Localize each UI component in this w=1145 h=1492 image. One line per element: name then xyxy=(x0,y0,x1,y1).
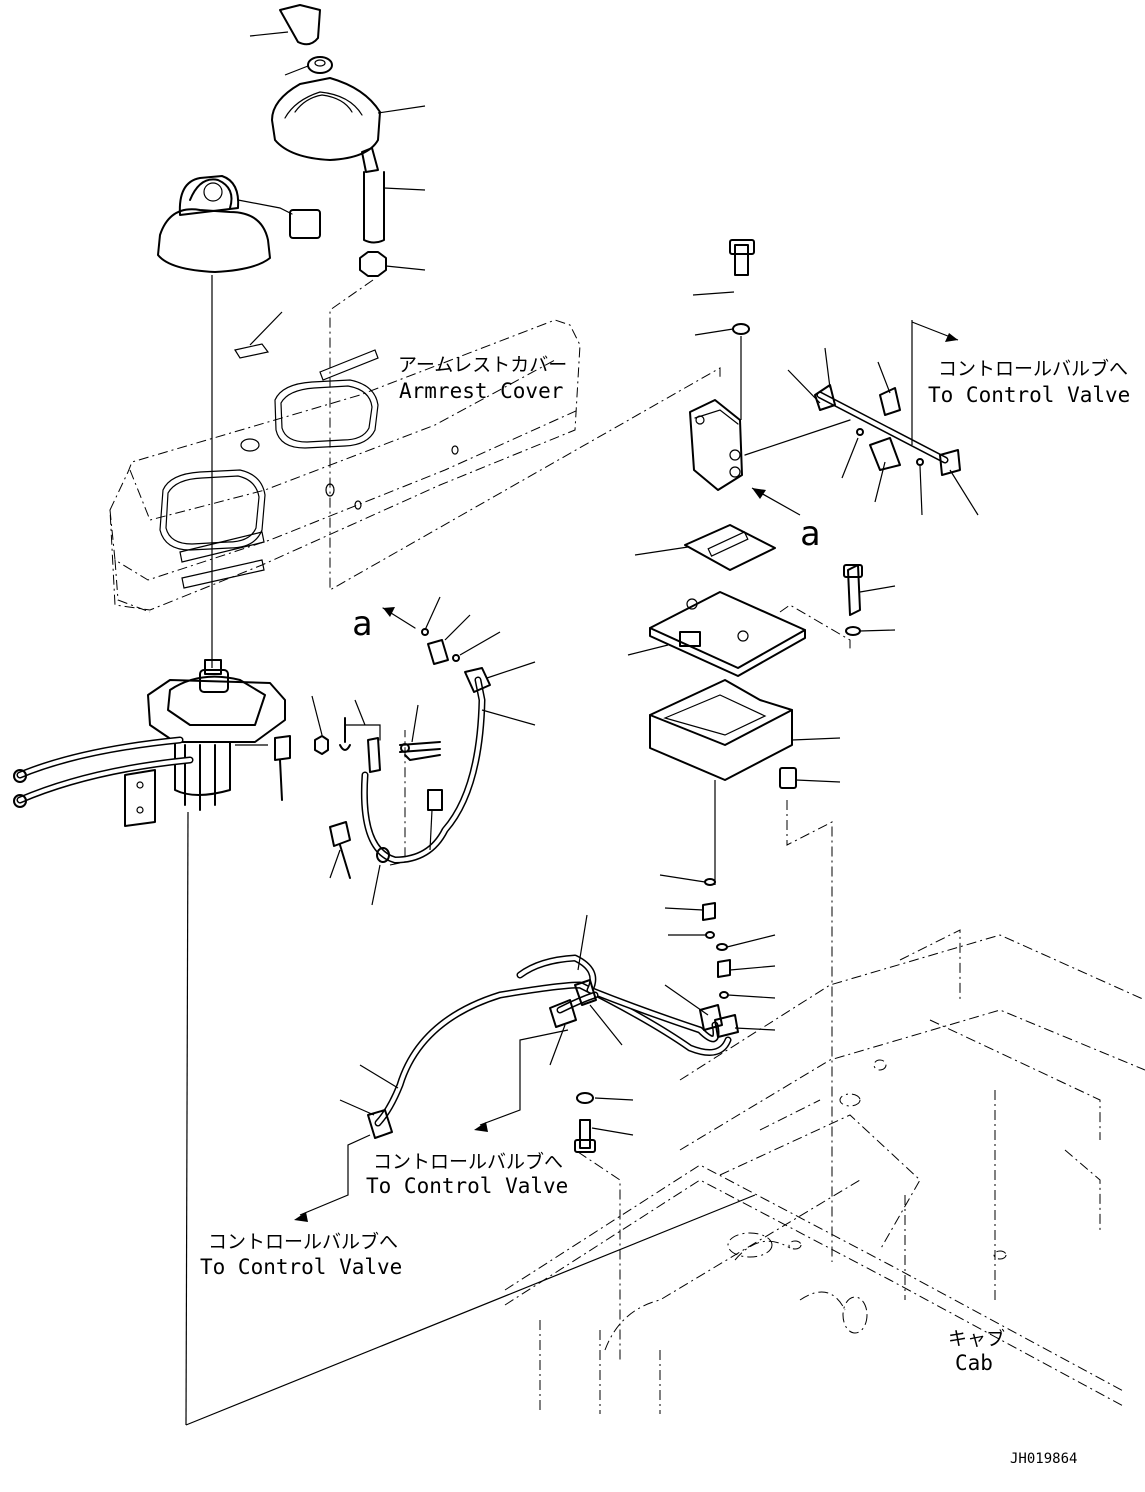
lower-hose-harness xyxy=(294,914,776,1360)
armrest-cover-label-jp: アームレストカバー xyxy=(398,354,567,376)
view-marker-a-left: a xyxy=(352,604,372,644)
control-valve-label-jp-1: コントロールバルブへ xyxy=(938,357,1128,380)
drawing-number: JH019864 xyxy=(1010,1451,1077,1467)
middle-hose-assembly xyxy=(311,596,536,906)
ppc-valve xyxy=(13,659,756,1426)
control-valve-label-en-3: To Control Valve xyxy=(200,1255,402,1279)
view-marker-a-right: a xyxy=(800,514,820,554)
upper-right-hose xyxy=(787,320,979,636)
knob-and-boot xyxy=(249,4,721,591)
valve-block-stack xyxy=(627,239,851,1262)
control-valve-label-en-1: To Control Valve xyxy=(928,383,1130,407)
control-valve-label-en-2: To Control Valve xyxy=(366,1174,568,1198)
cab-label-jp: キャブ xyxy=(948,1327,1005,1350)
cab-label-en: Cab xyxy=(955,1351,993,1375)
callout-labels: アームレストカバー Armrest Cover コントロールバルブへ To Co… xyxy=(200,354,1130,1467)
control-valve-label-jp-2: コントロールバルブへ xyxy=(373,1150,563,1173)
control-valve-label-jp-3: コントロールバルブへ xyxy=(208,1230,398,1253)
lever-assembly xyxy=(157,175,321,668)
armrest-cover-label-en: Armrest Cover xyxy=(399,379,563,403)
cab-structure xyxy=(504,929,1145,1414)
